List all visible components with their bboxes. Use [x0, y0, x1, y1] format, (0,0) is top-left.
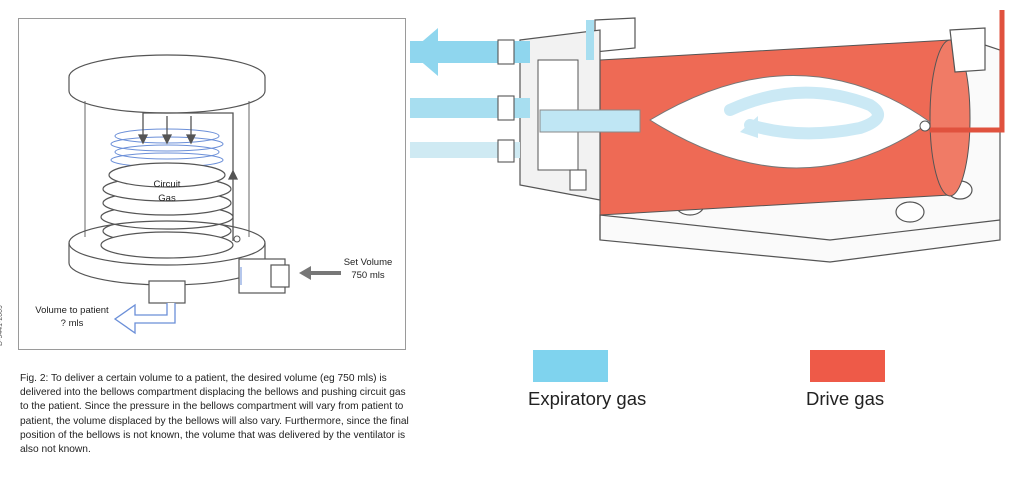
ventilator-illustration: [410, 10, 1005, 263]
bellows-diagram: [68, 54, 341, 335]
patient-volume-label: Volume to patient: [35, 305, 109, 316]
bellows-diagram-panel: Circuit Gas Set Volume 750 mls Volume to…: [18, 18, 406, 350]
legend-swatch-expiratory: [533, 350, 608, 382]
set-volume-label: Set Volume: [343, 257, 393, 268]
figure-caption: Fig. 2: To deliver a certain volume to a…: [20, 373, 409, 456]
set-volume-value: 750 mls: [351, 270, 385, 281]
legend-label-expiratory: Expiratory gas: [528, 388, 647, 409]
figure-id: D-9441-2009: [0, 305, 4, 346]
bellows-label-gas: Gas: [158, 193, 176, 204]
legend-swatch-drive: [810, 350, 885, 382]
legend-label-drive: Drive gas: [806, 388, 885, 409]
patient-volume-value: ? mls: [60, 318, 84, 329]
bellows-label-circuit: Circuit: [153, 179, 181, 190]
